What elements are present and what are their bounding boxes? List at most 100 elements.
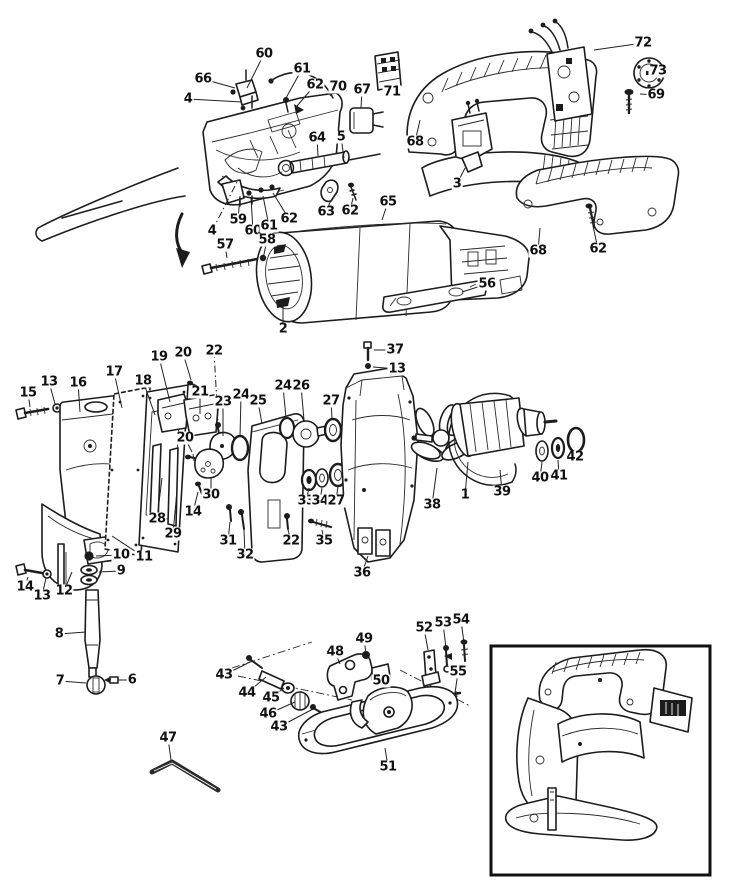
leader-line (227, 521, 231, 542)
leader-line (334, 651, 341, 665)
leader-line (361, 555, 369, 574)
leader-line (377, 673, 382, 682)
screw-15-washer-13-drawing (15, 403, 62, 420)
plunger-64-rod-5-drawing (277, 150, 381, 177)
leader-line (48, 381, 56, 405)
knob-10-washers-9-drawing (80, 551, 98, 586)
screw-62-lower-drawing (585, 203, 597, 229)
leader-line (557, 459, 560, 477)
leader-line (262, 239, 268, 260)
plunger-rod-8-drawing (84, 589, 101, 678)
leader-line (349, 197, 354, 212)
leader-line (58, 631, 87, 635)
armature-1-drawing (450, 397, 558, 458)
leader-line (321, 529, 325, 542)
leader-line (257, 400, 263, 425)
leader-line (243, 529, 246, 556)
inset-assembled-saw (489, 644, 712, 877)
leader-line (384, 747, 389, 768)
leader-line (296, 84, 316, 107)
leader-line (237, 195, 241, 221)
handle-lower-half-68-drawing (515, 155, 680, 235)
leader-line (423, 627, 429, 651)
leader-line (77, 382, 81, 413)
leader-line (223, 660, 253, 676)
curved-arrow-icon (175, 212, 190, 268)
leader-line (187, 98, 243, 103)
leader-line (330, 400, 333, 419)
leader-line (300, 385, 305, 421)
leader-line (454, 671, 459, 694)
leader-line (182, 352, 192, 381)
leader-line (202, 78, 236, 89)
gear-head-housing-drawing (35, 92, 343, 242)
leader-line (386, 87, 393, 93)
leader-line (24, 576, 29, 588)
leader-line (325, 199, 332, 213)
leader-line (239, 394, 242, 438)
leader-line (156, 477, 163, 520)
screw-69-drawing (624, 89, 634, 115)
leader-line (592, 225, 599, 250)
screws-31-32-22-35-14-drawing (195, 481, 333, 530)
leader-line (539, 461, 543, 479)
leader-line (442, 622, 447, 649)
leader-line (41, 577, 47, 597)
leader-line (340, 136, 345, 159)
shoe-base-51-drawing (298, 685, 459, 755)
leader-line (287, 529, 292, 542)
screw-37-washer-13-drawing (363, 341, 372, 369)
leader-line (167, 737, 172, 761)
leader-line (267, 701, 296, 715)
leader-line (172, 489, 178, 535)
leader-line (158, 356, 171, 403)
leader-line (142, 380, 156, 416)
leader-line (111, 535, 145, 558)
leader-line (657, 70, 667, 74)
leader-line (250, 197, 254, 232)
screw-57-washer-58-drawing (201, 254, 267, 275)
leader-line (372, 366, 398, 370)
gear-case-36-drawing (340, 367, 419, 563)
leader-line (113, 371, 123, 409)
leader-line (282, 385, 287, 419)
leader-line (59, 680, 87, 684)
leader-line (211, 179, 239, 232)
leader-line (272, 192, 290, 220)
brackets-19-21-drawing (157, 393, 219, 437)
leader-line (278, 708, 314, 728)
leader-line (593, 42, 644, 51)
leader-line (184, 437, 193, 453)
leader-line (499, 469, 503, 493)
counterweight-23-30-drawing (194, 431, 237, 479)
leader-line (98, 570, 122, 573)
bracket-plate-25-drawing (247, 413, 305, 563)
leader-line (461, 283, 488, 293)
brush-board-72-drawing (528, 18, 593, 122)
leader-line (262, 195, 270, 227)
leader-line (381, 201, 389, 221)
leader-line (363, 638, 367, 654)
bracket-66-screws-drawing (230, 69, 304, 114)
screw-14-washer-13-lower-drawing (15, 563, 52, 579)
leader-line (213, 350, 219, 423)
leader-line (192, 491, 199, 513)
washers-40-41-42-drawing (535, 426, 586, 462)
leader-line (335, 485, 339, 502)
leader-line (305, 487, 310, 502)
leader-line (285, 68, 303, 99)
lever-63-screw-62-drawing (320, 179, 357, 203)
leader-line (431, 467, 438, 506)
leader-line (456, 167, 466, 185)
leader-line (464, 461, 469, 496)
leader-line (246, 676, 267, 694)
hex-key-47-drawing (149, 759, 221, 793)
leader-line (224, 244, 228, 259)
leader-line (95, 554, 122, 557)
leader-line (360, 89, 363, 109)
switch-3-drawing (451, 98, 493, 173)
leader-line (246, 53, 265, 89)
